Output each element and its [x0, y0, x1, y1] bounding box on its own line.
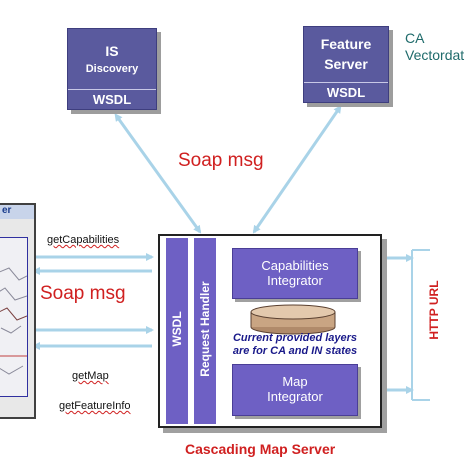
client-header-text: er [2, 205, 12, 216]
request-handler-bar: Request Handler [194, 238, 216, 424]
layers-database-icon [250, 304, 336, 335]
is-discovery-wsdl: WSDL [68, 89, 156, 109]
layers-note: Current provided layers are for CA and I… [220, 332, 370, 358]
ca-label-line2: Vectordat [405, 47, 465, 63]
map-integrator-line1: Map [282, 374, 308, 389]
soap-msg-top: Soap msg [178, 150, 264, 171]
arrow-feature-server [252, 105, 342, 234]
client-panel: er [0, 203, 36, 419]
cascading-map-server-box: WSDL Request Handler Capabilities Integr… [158, 234, 382, 428]
capabilities-integrator-line1: Capabilities [261, 258, 329, 273]
feature-server-title-line1: Feature [320, 36, 372, 52]
op-get-capabilities: getCapabilities [47, 234, 120, 246]
map-integrator-line2: Integrator [267, 389, 323, 404]
is-discovery-title-line2: Discovery [85, 63, 139, 75]
request-handler-label: Request Handler [198, 281, 212, 377]
soap-msg-left: Soap msg [40, 283, 126, 304]
op-get-map: getMap [72, 370, 109, 382]
feature-server-wsdl: WSDL [304, 82, 388, 102]
is-discovery-title-line1: IS [105, 43, 119, 59]
layers-note-line2: are for CA and IN states [232, 345, 358, 357]
op-get-feature-info: getFeatureInfo [59, 400, 131, 412]
capabilities-integrator-box: Capabilities Integrator [232, 248, 358, 299]
http-url-text: HTTP URL [427, 280, 441, 340]
client-map-graphic [0, 267, 27, 375]
client-map-view [0, 237, 28, 397]
server-wsdl-label: WSDL [170, 311, 184, 347]
http-url-label: HTTP URL [425, 280, 445, 340]
capabilities-integrator-line2: Integrator [267, 273, 323, 288]
is-discovery-box: IS Discovery WSDL [67, 28, 157, 110]
layers-note-line1: Current provided layers [232, 332, 358, 344]
ca-label-line1: CA [405, 30, 425, 46]
client-header-bar: er [0, 205, 34, 219]
feature-server-box: Feature Server WSDL [303, 26, 389, 103]
arrow-is-discovery [114, 113, 202, 234]
map-integrator-box: Map Integrator [232, 364, 358, 416]
feature-server-title-line2: Server [324, 56, 368, 72]
cascading-map-server-title: Cascading Map Server [185, 441, 336, 457]
server-wsdl-bar: WSDL [166, 238, 188, 424]
